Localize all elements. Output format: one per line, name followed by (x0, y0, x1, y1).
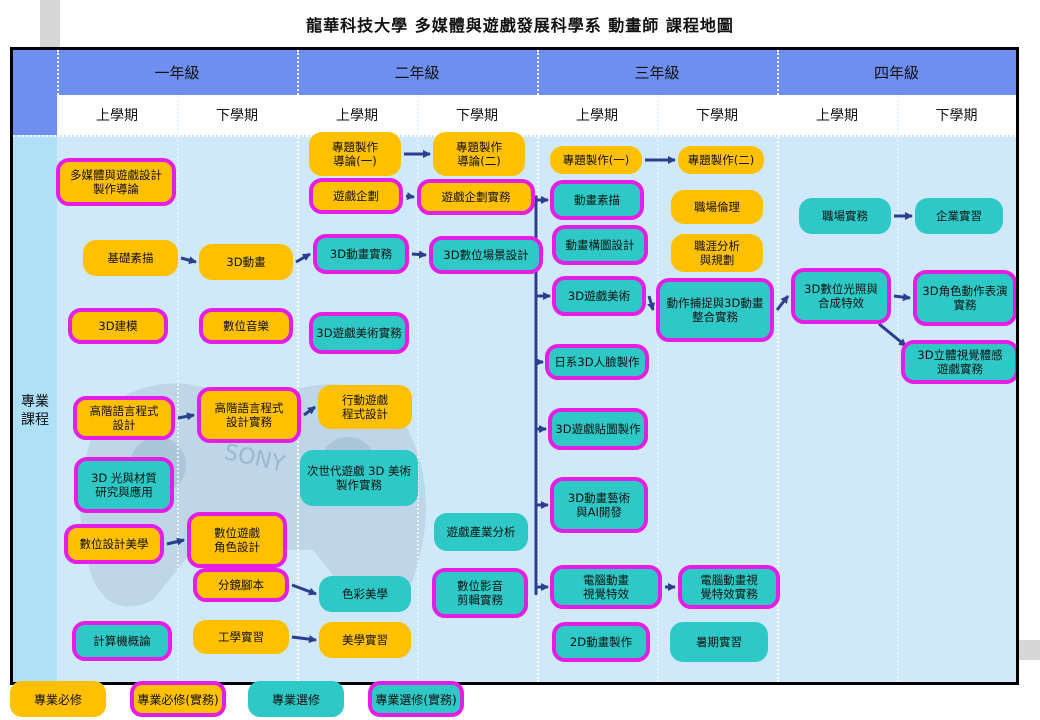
legend-item: 專業必修 (10, 681, 106, 717)
year-header-1: 一年級 (57, 50, 297, 95)
course-node: 3D 光與材質 研究與應用 (74, 457, 174, 513)
course-node: 3D動畫藝術 與AI開發 (550, 477, 648, 533)
course-node: 行動遊戲 程式設計 (318, 385, 412, 429)
course-node: 專題製作 導論(一) (309, 132, 401, 176)
legend-item: 專業選修(實務) (368, 681, 464, 717)
course-node: 3D角色動作表演 實務 (913, 270, 1016, 326)
semester-divider (417, 95, 419, 682)
course-node: 遊戲企劃實務 (417, 179, 535, 215)
column-divider (537, 50, 539, 682)
course-node: 日系3D人臉製作 (545, 344, 649, 380)
course-node: 計算機概論 (72, 621, 172, 661)
course-node: 3D立體視覺體感 遊戲實務 (901, 340, 1016, 384)
course-node: 數位設計美學 (64, 524, 164, 564)
course-node: 遊戲企劃 (309, 178, 403, 214)
course-node: 職涯分析 與規劃 (671, 234, 763, 272)
course-node: 3D建模 (68, 308, 168, 344)
year-header-4: 四年級 (777, 50, 1016, 95)
course-map-frame: 一年級 二年級 三年級 四年級 上學期 下學期 上學期 下學期 上學期 下學期 … (10, 47, 1019, 685)
prerequisite-arrow (775, 295, 790, 311)
prerequisite-arrow (291, 583, 317, 596)
decorative-gray-bar-horizontal (1016, 640, 1040, 660)
prerequisite-arrow (291, 635, 317, 644)
course-node: 企業實習 (915, 198, 1003, 234)
course-node: 3D動畫實務 (313, 234, 409, 274)
semester-header: 上學期 (777, 95, 897, 135)
decorative-gray-bar-vertical (40, 0, 60, 47)
course-node: 工學實習 (193, 620, 289, 654)
legend-item: 專業選修 (248, 681, 344, 717)
semester-header: 上學期 (57, 95, 177, 135)
course-node: 數位影音 剪輯實務 (432, 568, 528, 618)
course-node: 色彩美學 (319, 576, 411, 612)
course-node: 高階語言程式 設計實務 (197, 387, 301, 443)
course-node: 專題製作 導論(二) (433, 132, 525, 176)
prerequisite-arrow (177, 412, 195, 421)
course-node: 美學實習 (319, 622, 411, 658)
course-node: 3D動畫 (199, 244, 293, 280)
course-node: 動畫素描 (550, 180, 644, 220)
column-divider (297, 50, 299, 682)
page-title: 龍華科技大學 多媒體與遊戲發展科學系 動畫師 課程地圖 (306, 16, 734, 35)
course-node: 電腦動畫 視覺特效 (550, 565, 662, 609)
course-node: 數位音樂 (199, 308, 293, 344)
course-node: 基礎素描 (83, 240, 178, 276)
header-divider (57, 95, 1016, 97)
course-node: 3D數位光照與 合成特效 (791, 268, 891, 324)
course-node: 動畫構圖設計 (552, 225, 648, 265)
semester-header: 下學期 (897, 95, 1016, 135)
course-node: 2D動畫製作 (552, 622, 650, 662)
course-node: 分鏡腳本 (193, 568, 289, 602)
row-label-professional: 專業 課程 (21, 394, 49, 428)
prerequisite-arrow (405, 192, 415, 201)
semester-header: 下學期 (177, 95, 297, 135)
semester-header: 上學期 (297, 95, 417, 135)
year-header-2: 二年級 (297, 50, 537, 95)
course-node: 動作捕捉與3D動畫 整合實務 (656, 278, 774, 342)
header-corner (13, 50, 57, 135)
semester-header: 上學期 (537, 95, 657, 135)
prerequisite-arrow (180, 256, 197, 265)
arrow-layer (166, 150, 913, 644)
prerequisite-arrow (303, 405, 316, 417)
semester-divider (897, 95, 899, 682)
course-node: 遊戲產業分析 (434, 513, 528, 551)
course-node: 次世代遊戲 3D 美術 製作實務 (300, 450, 418, 506)
column-divider (57, 50, 59, 135)
row-label-column (13, 135, 57, 682)
course-node: 專題製作(二) (678, 146, 764, 174)
year-header-3: 三年級 (537, 50, 777, 95)
course-node: 3D數位場景設計 (429, 236, 543, 274)
prerequisite-arrow (878, 322, 907, 348)
course-node: 專題製作(一) (550, 146, 642, 174)
course-node: 暑期實習 (670, 622, 768, 662)
semester-divider (657, 95, 659, 682)
course-node: 3D遊戲美術實務 (309, 312, 409, 354)
prerequisite-arrow (893, 293, 911, 302)
prerequisite-arrow (647, 295, 655, 311)
course-node: 電腦動畫視 覺特效實務 (678, 565, 780, 609)
prerequisite-arrow (411, 250, 427, 259)
course-node: 職場倫理 (671, 190, 763, 224)
semester-header: 下學期 (417, 95, 537, 135)
semester-divider (177, 95, 179, 682)
course-node: 3D遊戲美術 (552, 276, 646, 316)
course-node: 職場實務 (799, 198, 891, 234)
prerequisite-arrow (295, 252, 311, 264)
course-node: 多媒體與遊戲設計 製作導論 (56, 158, 176, 206)
legend-item: 專業必修(實務) (130, 681, 226, 717)
trunk-line (534, 195, 538, 595)
course-node: 高階語言程式 設計 (73, 396, 175, 440)
course-node: 3D遊戲貼圖製作 (548, 408, 648, 450)
column-divider (777, 50, 779, 682)
semester-header: 下學期 (657, 95, 777, 135)
course-node: 數位遊戲 角色設計 (187, 512, 287, 568)
prerequisite-arrow (166, 537, 185, 546)
